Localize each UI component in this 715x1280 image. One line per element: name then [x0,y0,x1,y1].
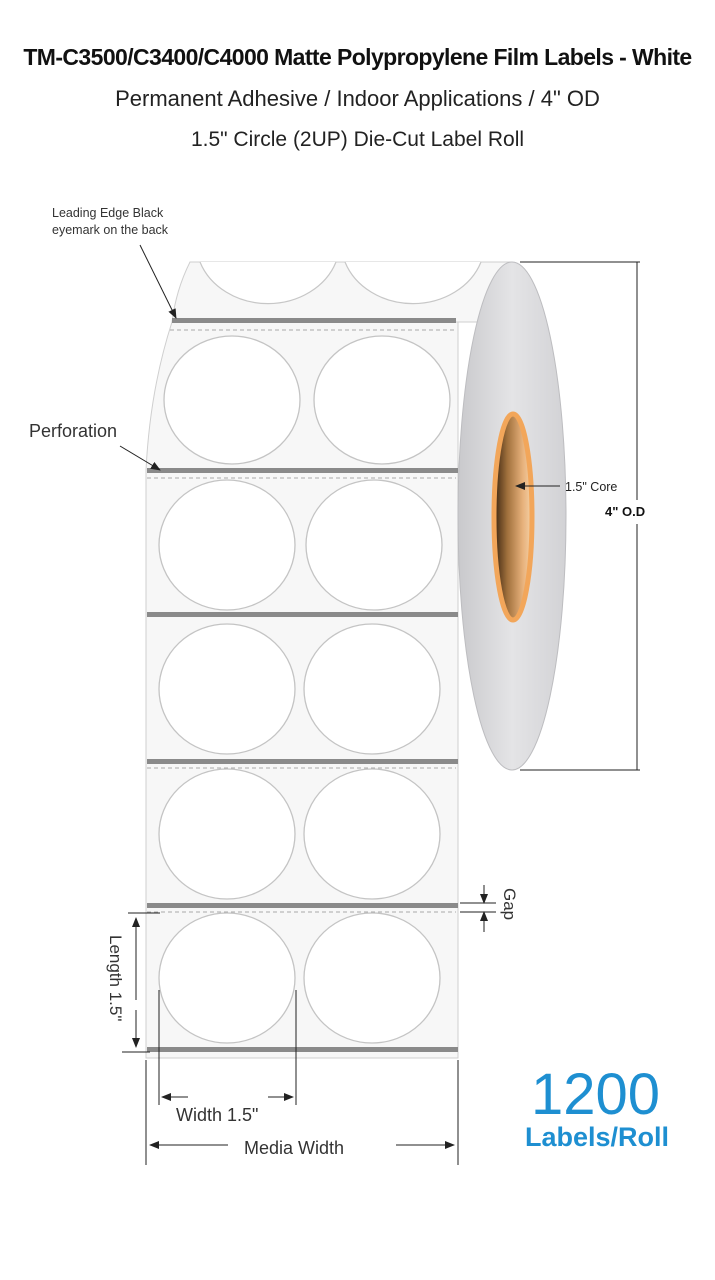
eyemark-bars [147,318,458,1052]
circle-label [303,912,441,1044]
gap-label: Gap [500,888,519,920]
perforation-lines [147,329,456,913]
length-dimension [122,912,160,1053]
subtitle-adhesive: Permanent Adhesive / Indoor Applications… [115,86,600,111]
subtitle-size: 1.5" Circle (2UP) Die-Cut Label Roll [190,128,525,151]
media-width-dimension [145,1060,459,1165]
width-label: Width 1.5" [176,1105,258,1125]
circle-label [303,623,441,755]
length-label: Length 1.5" [106,935,125,1021]
perforation-callout-line [119,445,161,471]
eyemark-bar [147,759,458,764]
circle-label [303,768,441,900]
circle-label [158,479,296,611]
core-callout: 1.5" Core [565,480,617,494]
eyemark-callout-line2: eyemark on the back [52,223,169,237]
perforation-callout: Perforation [29,421,117,441]
eyemark-bar [147,612,458,617]
roll-core [491,411,535,623]
circle-label [158,912,296,1044]
circle-label [313,335,451,465]
circle-label [163,335,301,465]
eyemark-bar [147,1047,458,1052]
eyemark-callout-line [139,244,177,319]
eyemark-bar [172,318,456,323]
od-label: 4" O.D [605,504,645,519]
eyemark-callout-line1: Leading Edge Black [52,206,164,220]
circle-label [305,479,443,611]
top-label-right [344,261,482,305]
od-dimension [520,261,640,771]
eyemark-bar [147,903,458,908]
labels-unit: Labels/Roll [524,1122,669,1152]
page-title: TM-C3500/C3400/C4000 Matte Polypropylene… [23,44,692,70]
gap-dimension [460,885,496,932]
circle-label [158,768,296,900]
media-width-label: Media Width [244,1138,344,1158]
labels-count: 1200 [530,1062,660,1127]
circle-labels [158,335,451,1044]
width-dimension [158,990,297,1105]
top-label-left [199,261,337,305]
circle-label [158,623,296,755]
eyemark-bar [147,468,458,473]
